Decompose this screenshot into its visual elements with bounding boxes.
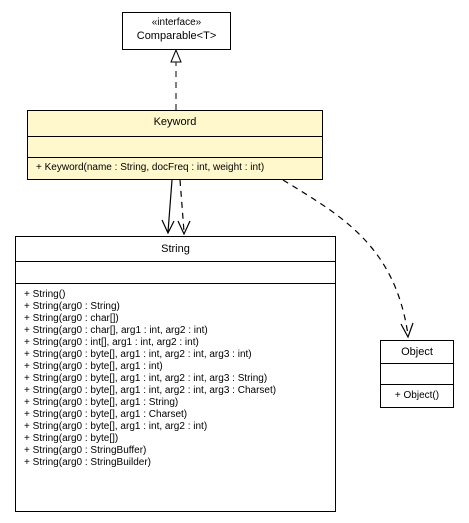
class-name: Object: [401, 346, 433, 358]
operation: + String(arg0 : int[], arg1 : int, arg2 …: [24, 337, 199, 348]
class-stereotype: «interface»: [151, 17, 202, 28]
operation: + String(arg0 : StringBuffer): [24, 445, 147, 456]
class-name-compartment: Object: [381, 341, 453, 364]
class-box-string[interactable]: String + String() + String(arg0 : String…: [15, 236, 336, 512]
class-box-keyword[interactable]: Keyword + Keyword(name : String, docFreq…: [27, 110, 323, 180]
class-name-compartment: String: [16, 237, 335, 262]
class-box-comparable[interactable]: «interface» Comparable<T>: [122, 12, 231, 50]
class-name: Comparable<T>: [136, 30, 217, 42]
operations-compartment: + Object(): [381, 385, 453, 402]
operation: + String(): [24, 289, 66, 300]
operation: + String(arg0 : byte[], arg1 : int, arg2…: [24, 373, 268, 384]
operation: + String(arg0 : byte[], arg1 : int, arg2…: [24, 421, 208, 432]
operation: + Keyword(name : String, docFreq : int, …: [36, 162, 265, 173]
dependency-edge-string: [177, 179, 191, 236]
operation: + String(arg0 : byte[], arg1 : int, arg2…: [24, 349, 252, 360]
class-name-compartment: Keyword: [28, 111, 322, 137]
attributes-compartment: [16, 262, 335, 284]
operation: + String(arg0 : byte[], arg1 : int): [24, 361, 163, 372]
class-box-object[interactable]: Object + Object(): [380, 340, 454, 408]
operation: + String(arg0 : char[]): [24, 313, 119, 324]
operation: + String(arg0 : StringBuilder): [24, 457, 152, 468]
attributes-compartment: [28, 137, 322, 158]
operation: + String(arg0 : byte[]): [24, 433, 119, 444]
operations-compartment: + String() + String(arg0 : String) + Str…: [16, 284, 335, 469]
operation: + String(arg0 : String): [24, 301, 120, 312]
operation: + Object(): [394, 390, 440, 401]
class-name: Keyword: [153, 116, 197, 128]
class-name: String: [161, 243, 190, 255]
operation: + String(arg0 : byte[], arg1 : String): [24, 397, 179, 408]
operation: + String(arg0 : byte[], arg1 : int, arg2…: [24, 385, 277, 396]
operations-compartment: + Keyword(name : String, docFreq : int, …: [28, 158, 322, 174]
dependency-edge-object: [282, 179, 414, 339]
operation: + String(arg0 : byte[], arg1 : Charset): [24, 409, 188, 420]
association-edge-string: [161, 179, 175, 235]
operation: + String(arg0 : char[], arg1 : int, arg2…: [24, 325, 208, 336]
attributes-compartment: [381, 364, 453, 385]
realization-edge-comparable: [170, 48, 182, 110]
